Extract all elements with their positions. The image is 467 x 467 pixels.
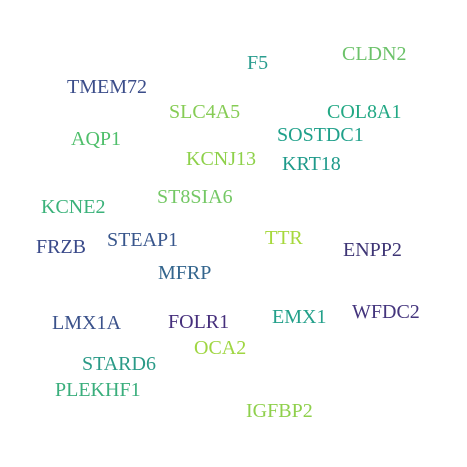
word-frzb: FRZB — [36, 236, 87, 258]
word-aqp1: AQP1 — [71, 128, 122, 150]
word-steap1: STEAP1 — [107, 229, 179, 251]
word-stard6: STARD6 — [82, 353, 156, 375]
word-krt18: KRT18 — [282, 153, 341, 175]
word-igfbp2: IGFBP2 — [246, 400, 313, 422]
word-folr1: FOLR1 — [168, 311, 230, 333]
word-tmem72: TMEM72 — [67, 76, 147, 98]
word-plekhf1: PLEKHF1 — [55, 379, 141, 401]
word-wfdc2: WFDC2 — [352, 301, 420, 323]
word-f5: F5 — [247, 52, 269, 74]
word-slc4a5: SLC4A5 — [169, 101, 241, 123]
word-emx1: EMX1 — [272, 306, 327, 328]
word-st8sia6: ST8SIA6 — [157, 186, 233, 208]
word-enpp2: ENPP2 — [343, 239, 402, 261]
word-mfrp: MFRP — [158, 262, 212, 284]
word-oca2: OCA2 — [194, 337, 247, 359]
word-sostdc1: SOSTDC1 — [277, 124, 364, 146]
word-lmx1a: LMX1A — [52, 312, 121, 334]
word-col8a1: COL8A1 — [327, 101, 402, 123]
word-kcnj13: KCNJ13 — [186, 148, 257, 170]
word-cldn2: CLDN2 — [342, 43, 407, 65]
word-ttr: TTR — [265, 227, 303, 249]
word-kcne2: KCNE2 — [41, 196, 106, 218]
